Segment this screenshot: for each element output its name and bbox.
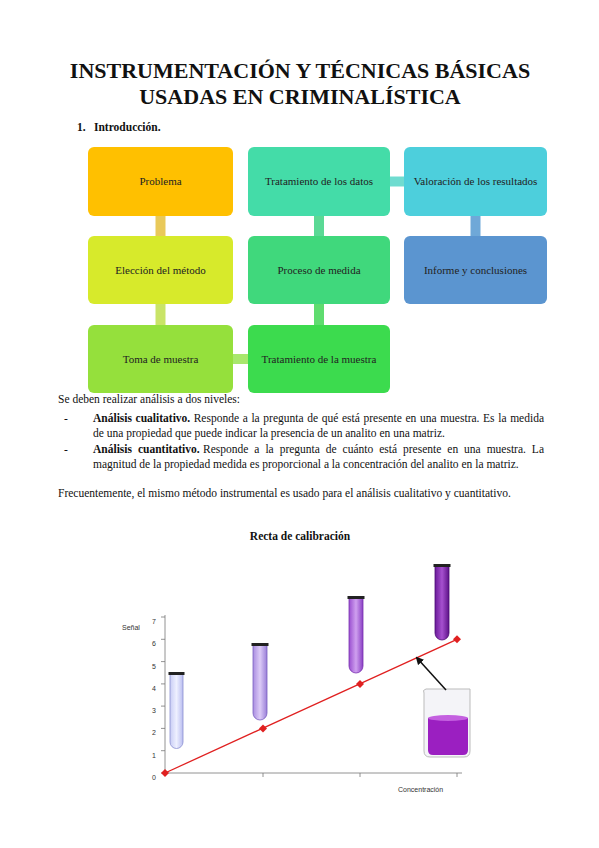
chart-title: Recta de calibración xyxy=(150,529,450,544)
flow-connector xyxy=(156,304,166,325)
box-label: Tratamiento de la muestra xyxy=(262,353,377,366)
box-label: Informe y conclusiones xyxy=(424,264,527,277)
box-label: Elección del método xyxy=(115,264,205,277)
bullet-heading: Análisis cuantitativo. xyxy=(93,443,200,455)
process-box: Toma de muestra xyxy=(88,325,233,393)
section-number: 1. xyxy=(77,121,86,133)
bullet-dash: - xyxy=(64,443,68,455)
box-label: Tratamiento de los datos xyxy=(265,175,373,188)
process-box: Problema xyxy=(88,147,233,216)
axis-label: Concentración xyxy=(398,781,443,796)
section-heading: Introducción. xyxy=(94,120,161,135)
process-box: Tratamiento de la muestra xyxy=(248,325,390,393)
box-label: Problema xyxy=(139,175,181,188)
bullet-item: Análisis cuantitativo.Responde a la preg… xyxy=(93,442,544,472)
calibration-line xyxy=(161,635,461,777)
section-number: 1. xyxy=(77,120,86,135)
process-box: Tratamiento de los datos xyxy=(248,147,390,216)
paragraph: Frecuentemente, el mismo método instrume… xyxy=(58,486,553,501)
tick-label: 3 xyxy=(152,707,156,714)
tick-label: 5 xyxy=(148,658,156,673)
flow-connector xyxy=(390,177,404,187)
flow-connector xyxy=(233,354,248,364)
tick-label: 4 xyxy=(148,680,156,695)
box-label: Valoración de los resultados xyxy=(414,175,538,188)
axis-label: Concentración xyxy=(398,786,443,793)
paragraph-text: Frecuentemente, el mismo método instrume… xyxy=(58,487,511,499)
page-title: INSTRUMENTACIÓN Y TÉCNICAS BÁSICAS USADA… xyxy=(50,58,550,110)
paragraph-text: Se deben realizar análisis a dos niveles… xyxy=(58,393,240,405)
tick-label: 7 xyxy=(152,618,156,625)
box-label: Toma de muestra xyxy=(123,353,199,366)
process-box: Elección del método xyxy=(88,236,233,304)
bullet-heading: Análisis cualitativo. xyxy=(93,412,190,424)
flow-connector xyxy=(314,304,324,325)
axis-label: Señal xyxy=(122,619,140,634)
tick-label: 0 xyxy=(152,774,156,781)
section-heading: Introducción. xyxy=(94,121,161,133)
tick-label: 2 xyxy=(148,724,156,739)
tick-label: 4 xyxy=(152,685,156,692)
bullet-dash: - xyxy=(64,442,68,457)
flow-connector xyxy=(314,216,324,236)
tick-label: 5 xyxy=(152,663,156,670)
leader-arrow xyxy=(417,658,446,690)
axis-label: Señal xyxy=(122,624,140,631)
tick-label: 6 xyxy=(152,640,156,647)
process-box: Informe y conclusiones xyxy=(404,236,547,304)
beaker xyxy=(423,689,470,757)
box-label: Proceso de medida xyxy=(277,264,360,277)
chart-title: Recta de calibración xyxy=(250,530,350,542)
axes xyxy=(161,615,462,777)
tick-label: 1 xyxy=(152,752,156,759)
tick-label: 0 xyxy=(148,769,156,784)
flow-connector xyxy=(156,216,166,236)
bullet-item: Análisis cualitativo.Responde a la pregu… xyxy=(93,411,544,441)
paragraph: Se deben realizar análisis a dos niveles… xyxy=(58,392,548,407)
tick-label: 2 xyxy=(152,729,156,736)
process-box: Proceso de medida xyxy=(248,236,390,304)
flow-connector xyxy=(471,216,481,236)
bullet-dash: - xyxy=(64,412,68,424)
tick-label: 6 xyxy=(148,635,156,650)
tick-label: 3 xyxy=(148,702,156,717)
process-box: Valoración de los resultados xyxy=(404,147,547,216)
tick-label: 1 xyxy=(148,747,156,762)
bullet-dash: - xyxy=(64,411,68,426)
tick-label: 7 xyxy=(148,613,156,628)
test-tubes xyxy=(169,564,451,749)
